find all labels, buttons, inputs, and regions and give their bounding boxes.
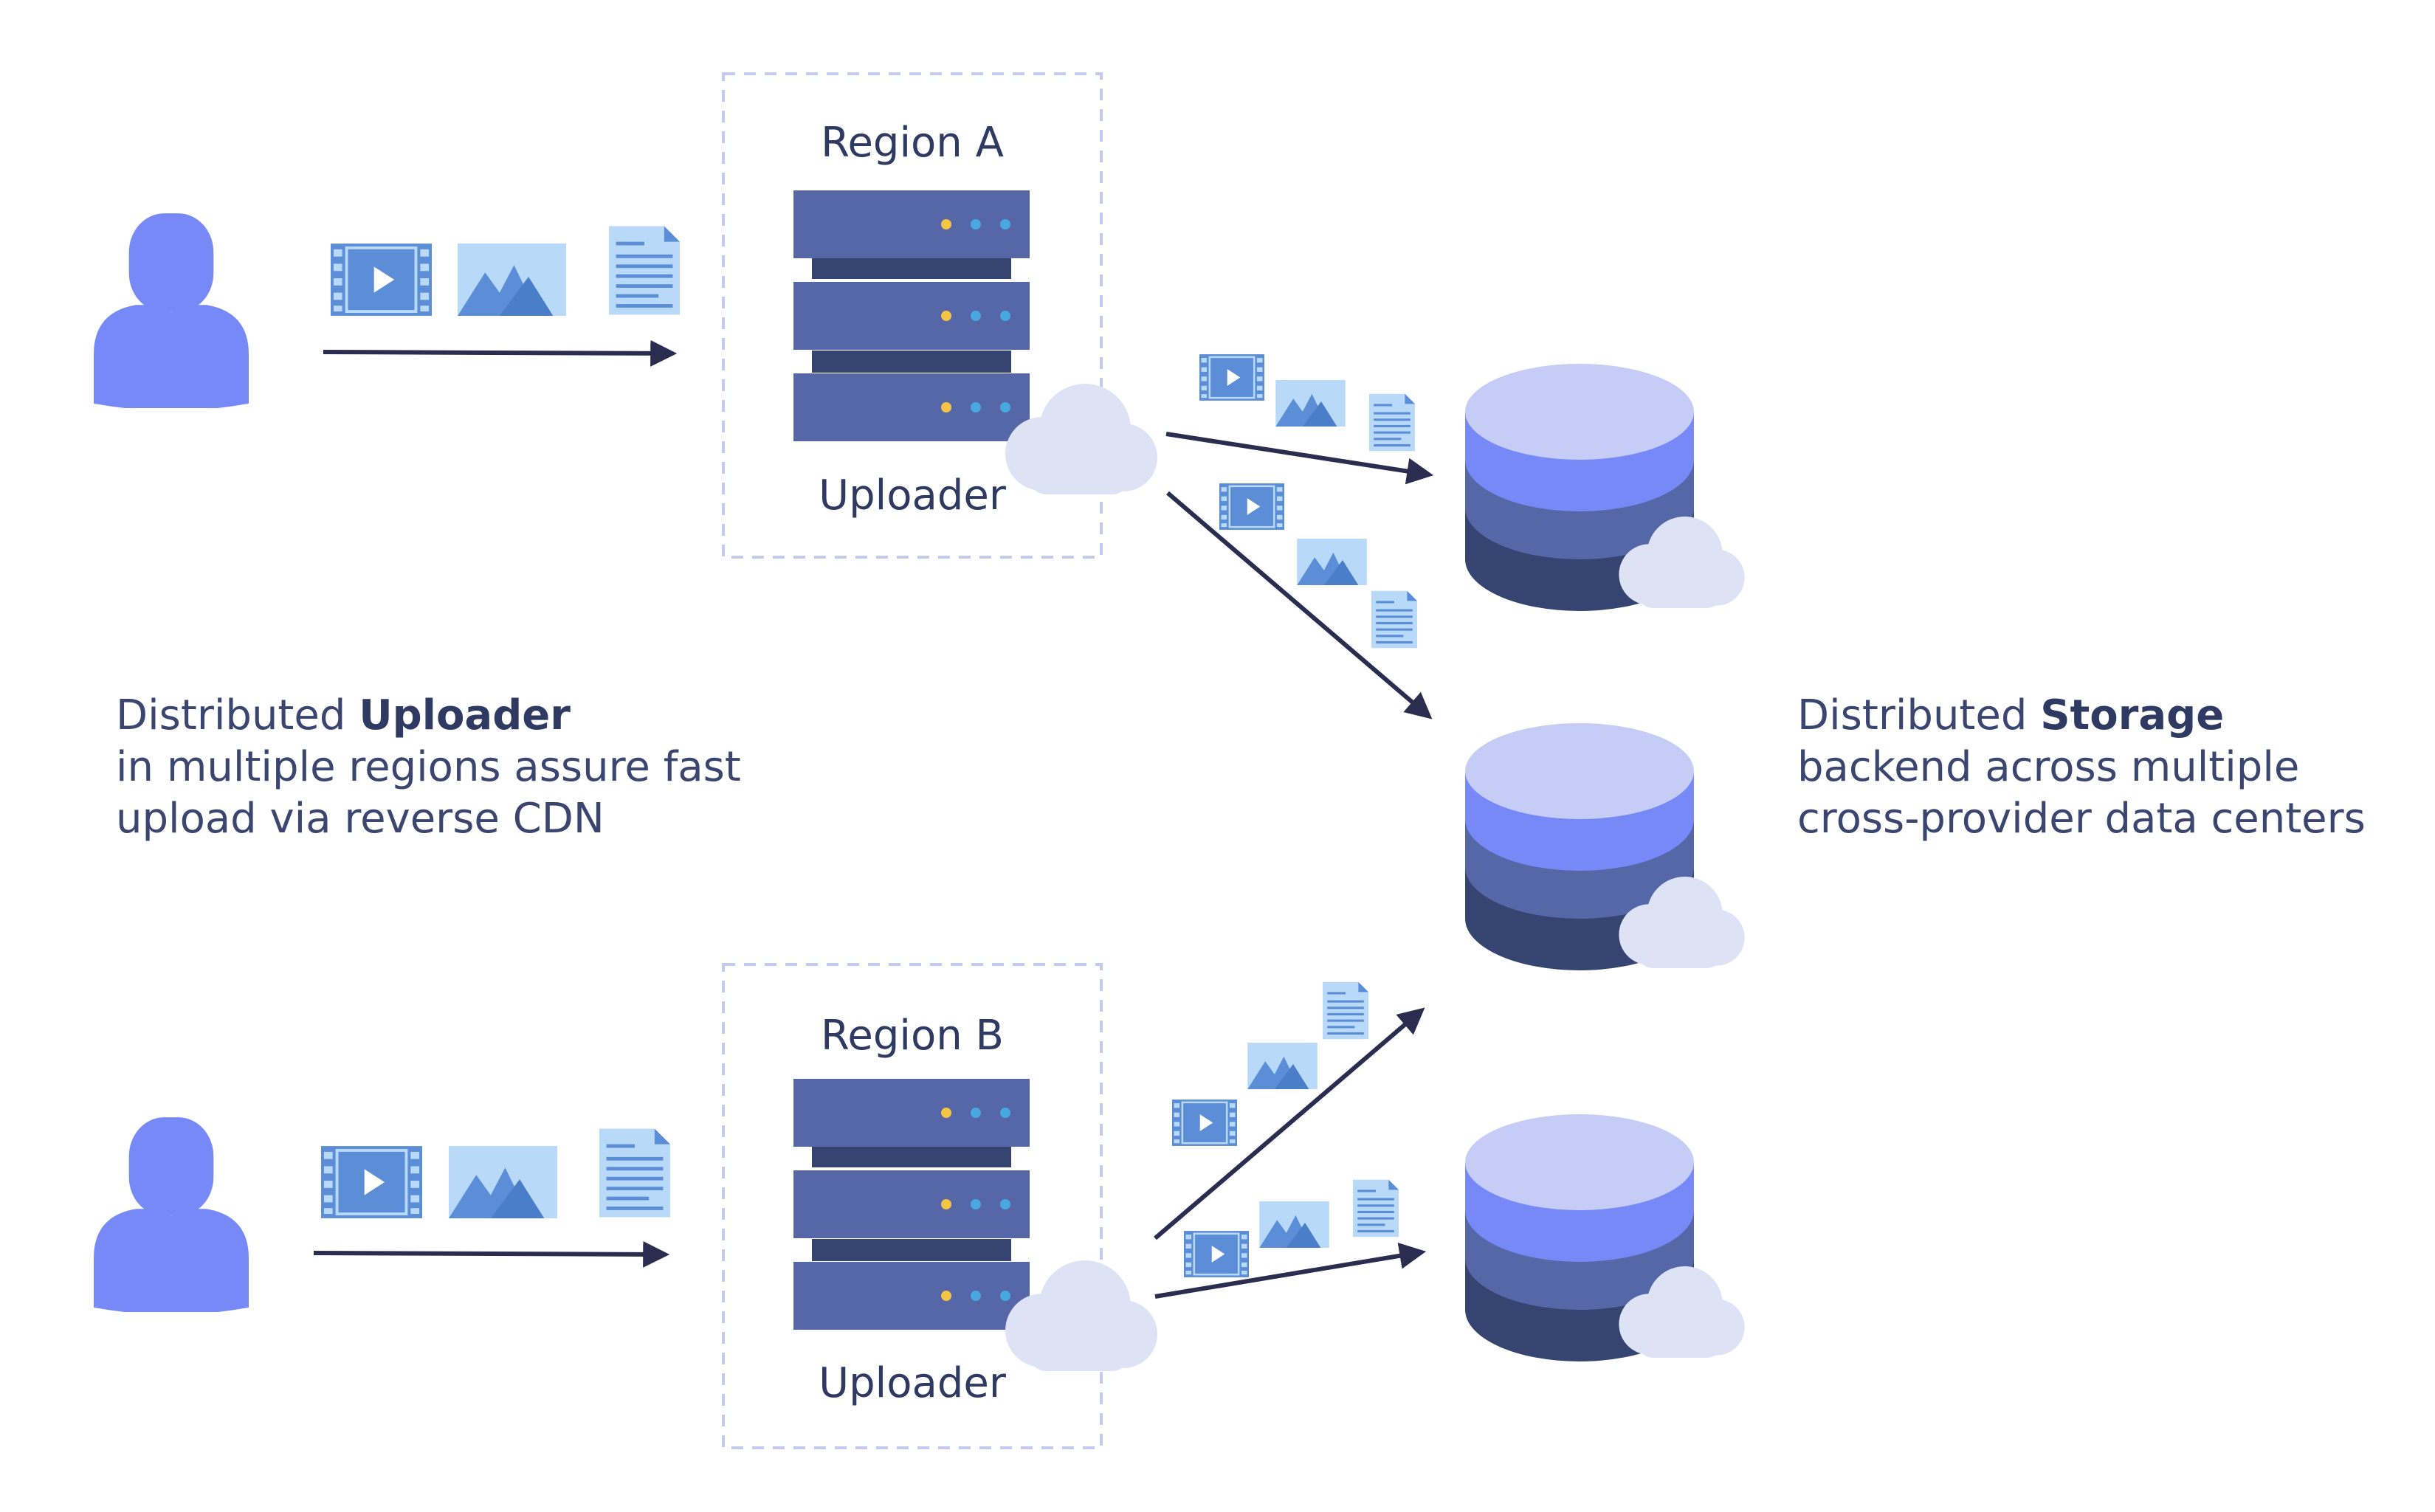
document-file-icon xyxy=(609,226,680,315)
document-file-icon xyxy=(599,1128,670,1218)
storage-description: Distributed Storage backend across multi… xyxy=(1797,690,2432,845)
document-file-icon xyxy=(1369,393,1415,452)
image-file-icon xyxy=(1275,380,1346,427)
video-file-icon xyxy=(1199,354,1264,401)
video-file-icon xyxy=(1184,1231,1249,1277)
region-a-boundary xyxy=(722,72,1103,559)
video-file-icon xyxy=(331,244,432,316)
server-rack-icon xyxy=(793,190,1030,441)
region-b-title: Region B xyxy=(821,1012,1004,1060)
replicate-arrow-a2 xyxy=(1166,491,1433,719)
document-file-icon xyxy=(1371,590,1417,649)
replicate-arrow-b2 xyxy=(1154,1242,1427,1299)
upload-arrow-b xyxy=(313,1240,670,1268)
uploader-description-line3: upload via reverse CDN xyxy=(116,795,605,843)
storage-emphasis: Storage xyxy=(2040,691,2225,739)
region-a-caption: Uploader xyxy=(819,472,1007,519)
image-file-icon xyxy=(1247,1043,1318,1089)
uploader-description-line2: in multiple regions assure fast xyxy=(116,743,741,791)
storage-description-line1: Distributed Storage xyxy=(1797,691,2225,739)
document-file-icon xyxy=(1323,981,1368,1040)
region-b-caption: Uploader xyxy=(819,1359,1007,1407)
region-b-boundary xyxy=(722,963,1103,1449)
video-file-icon xyxy=(321,1146,422,1218)
document-file-icon xyxy=(1353,1179,1399,1237)
replicate-arrow-a1 xyxy=(1165,432,1434,485)
image-file-icon xyxy=(1297,539,1367,585)
replicate-arrow-b1 xyxy=(1154,1007,1425,1240)
video-file-icon xyxy=(1172,1100,1237,1146)
server-rack-icon xyxy=(793,1079,1030,1330)
upload-arrow-a xyxy=(323,339,678,367)
video-file-icon xyxy=(1219,483,1284,530)
storage-description-line2: backend across multiple xyxy=(1797,743,2300,791)
user-icon xyxy=(94,213,249,408)
storage-description-line3: cross-provider data centers xyxy=(1797,795,2366,843)
uploader-description: Distributed Uploader in multiple regions… xyxy=(116,690,824,845)
region-a-title: Region A xyxy=(821,119,1004,167)
image-file-icon xyxy=(449,1146,557,1218)
user-icon xyxy=(94,1117,249,1312)
uploader-description-line1: Distributed Uploader xyxy=(116,691,571,739)
uploader-emphasis: Uploader xyxy=(359,691,571,739)
image-file-icon xyxy=(458,244,566,316)
image-file-icon xyxy=(1259,1201,1329,1248)
